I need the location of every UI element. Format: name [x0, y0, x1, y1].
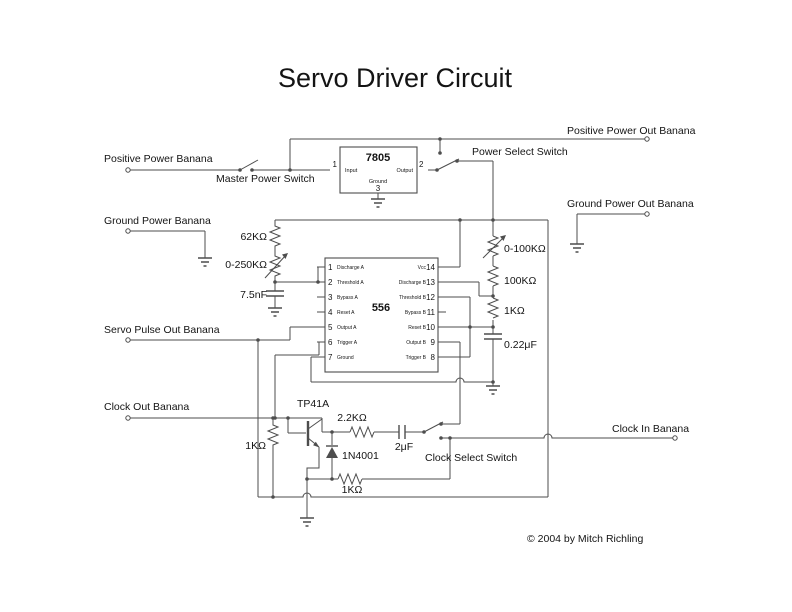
potentiometer-0-250k [264, 250, 288, 282]
copyright-notice: © 2004 by Mitch Richling [527, 533, 643, 545]
ic556-pin7-label: Ground [337, 355, 354, 361]
resistor-100k [486, 265, 500, 287]
clock-select-switch [423, 421, 444, 433]
ic556-pin11-label: Bypass B [405, 310, 427, 316]
resistor-1k-timing [486, 297, 500, 319]
label-transistor-tp41a: TP41A [297, 398, 329, 410]
ic556-pin11-number: 11 [427, 308, 436, 317]
positive-power-banana-terminal [125, 167, 131, 173]
ground-power-banana-terminal [125, 228, 131, 234]
label-pot-0-250k: 0-250KΩ [225, 259, 267, 271]
positive-power-out-banana-terminal [644, 136, 650, 142]
label-master-power-switch: Master Power Switch [216, 173, 315, 185]
ic556-pin13-number: 13 [426, 278, 435, 287]
ic556-pin1-label: Discharge A [337, 265, 365, 271]
label-ground-power-banana: Ground Power Banana [104, 215, 211, 227]
label-resistor-62k: 62KΩ [240, 231, 267, 243]
ic556-pin2-label: Threshold A [337, 280, 364, 286]
ground-symbol-power-out [570, 243, 584, 253]
ic556-pin10-label: Reset B [408, 325, 426, 331]
ic556-pin14-label: Vcc [418, 265, 427, 271]
label-cap-0-22uf: 0.22μF [504, 339, 537, 351]
ic-556 [324, 257, 439, 373]
ic556-pin4-label: Reset A [337, 310, 355, 316]
label-cap-2uf: 2μF [395, 441, 413, 453]
wiring [130, 138, 673, 518]
ground-symbol-7-5nf [268, 307, 282, 317]
ic556-pin12-number: 12 [426, 293, 435, 302]
ic556-pin9-label: Output B [406, 340, 426, 346]
ic556-pin4-number: 4 [328, 308, 333, 317]
label-pot-0-100k: 0-100KΩ [504, 243, 546, 255]
ic556-pin10-number: 10 [426, 323, 435, 332]
ic556-pin5-number: 5 [328, 323, 333, 332]
capacitor-2uf [398, 425, 406, 439]
ic556-pin7-number: 7 [328, 353, 333, 362]
servo-pulse-out-banana-terminal [125, 337, 131, 343]
reg7805-pin1-label: Input [345, 168, 358, 174]
label-positive-power-out-banana: Positive Power Out Banana [567, 125, 696, 137]
ic556-pin1-number: 1 [328, 263, 333, 272]
reg7805-pin1-number: 1 [333, 160, 338, 169]
label-diode-1n4001: 1N4001 [342, 450, 379, 462]
reg7805-pin3-label: Ground [369, 179, 387, 185]
ground-symbol-7805 [371, 198, 385, 208]
ic556-pin5-label: Output A [337, 325, 357, 331]
reg7805-name: 7805 [366, 152, 390, 164]
clock-in-banana-terminal [672, 435, 678, 441]
ground-symbol-power-banana [198, 257, 212, 267]
power-select-switch [436, 158, 460, 171]
label-resistor-1k-feedback: 1KΩ [342, 484, 363, 496]
resistor-1k-clock [266, 418, 280, 497]
label-servo-pulse-out-banana: Servo Pulse Out Banana [104, 324, 220, 336]
ground-symbol-emitter [300, 517, 314, 527]
ic556-name: 556 [372, 302, 390, 314]
label-clock-in-banana: Clock In Banana [612, 423, 689, 435]
label-resistor-1k-timing: 1KΩ [504, 305, 525, 317]
banana-terminals [125, 136, 678, 441]
ic556-pin8-number: 8 [431, 353, 436, 362]
transistor-tp41a [306, 418, 323, 448]
reg7805-pin2-number: 2 [419, 160, 424, 169]
label-resistor-2-2k: 2.2KΩ [337, 412, 367, 424]
reg7805-pin2-label: Output [396, 168, 413, 174]
ic556-pin8-label: Trigger B [406, 355, 427, 361]
potentiometer-0-100k [482, 235, 506, 259]
label-clock-select-switch: Clock Select Switch [425, 452, 517, 464]
reg7805-pin3-number: 3 [376, 184, 381, 193]
ic556-pin6-label: Trigger A [337, 340, 358, 346]
ic556-pin12-label: Threshold B [399, 295, 427, 301]
label-ground-power-out-banana: Ground Power Out Banana [567, 198, 694, 210]
resistor-2-2k [349, 425, 375, 439]
master-power-switch [239, 159, 259, 171]
resistor-62k [268, 220, 282, 250]
ic556-pin6-number: 6 [328, 338, 333, 347]
ic556-pin14-number: 14 [426, 263, 435, 272]
regulator-7805 [339, 146, 418, 194]
ic556-pin3-label: Bypass A [337, 295, 359, 301]
ic556-pin9-number: 9 [431, 338, 436, 347]
page-title: Servo Driver Circuit [278, 63, 513, 93]
label-positive-power-banana: Positive Power Banana [104, 153, 213, 165]
label-power-select-switch: Power Select Switch [472, 146, 568, 158]
ic556-pin2-number: 2 [328, 278, 333, 287]
clock-out-banana-terminal [125, 415, 131, 421]
label-resistor-100k: 100KΩ [504, 275, 537, 287]
diode-1n4001 [326, 445, 338, 458]
resistor-1k-feedback [337, 472, 363, 486]
ground-symbol-timing-chain [486, 385, 500, 395]
capacitor-0-22uf [484, 333, 502, 340]
ic556-pin3-number: 3 [328, 293, 333, 302]
label-clock-out-banana: Clock Out Banana [104, 401, 189, 413]
label-resistor-1k-clock: 1KΩ [245, 440, 266, 452]
ic556-pin13-label: Discharge B [399, 280, 427, 286]
label-cap-7-5nf: 7.5nF [240, 289, 267, 301]
capacitor-7-5nf [266, 290, 284, 297]
ground-power-out-banana-terminal [644, 211, 650, 217]
